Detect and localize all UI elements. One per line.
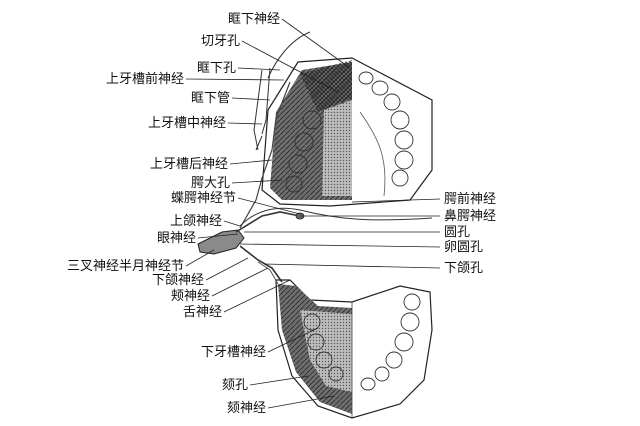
skull-outline	[253, 31, 311, 151]
label-buccal-nerve: 颊神经	[170, 289, 210, 304]
lower-jaw	[275, 279, 433, 419]
label-pterygopalatine-ganglion: 蝶腭神经节	[170, 191, 236, 206]
label-foramen-rotundum: 圆孔	[444, 225, 471, 240]
label-greater-palatine-foramen: 腭大孔	[190, 176, 230, 191]
label-anterior-palatine-nerve: 腭前神经	[444, 192, 497, 207]
label-middle-superior-alveolar-nerve: 上牙槽中神经	[147, 116, 226, 131]
leader-lines	[185, 18, 441, 409]
upper-jaw	[261, 57, 433, 207]
label-ophthalmic-nerve: 眼神经	[156, 231, 196, 246]
label-anterior-superior-alveolar-nerve: 上牙槽前神经	[105, 72, 184, 87]
label-mandibular-nerve: 下颌神经	[151, 273, 204, 288]
label-nasopalatine-nerve: 鼻腭神经	[444, 209, 497, 224]
label-foramen-ovale: 卵圆孔	[444, 240, 484, 255]
label-mental-nerve: 颏神经	[226, 401, 266, 416]
label-infraorbital-foramen: 眶下孔	[196, 61, 236, 76]
label-inferior-alveolar-nerve: 下牙槽神经	[200, 345, 266, 360]
label-mandibular-foramen: 下颌孔	[444, 261, 484, 276]
lower-teeth	[360, 293, 421, 391]
label-lingual-nerve: 舌神经	[182, 305, 222, 320]
label-trigeminal-ganglion: 三叉神经半月神经节	[66, 259, 184, 274]
label-infraorbital-nerve: 眶下神经	[227, 12, 280, 27]
upper-teeth	[358, 71, 414, 187]
label-posterior-superior-alveolar-nerve: 上牙槽后神经	[149, 157, 228, 172]
trigeminal-nerve-trunks	[197, 81, 433, 285]
label-incisive-foramen: 切牙孔	[200, 34, 240, 49]
label-maxillary-nerve: 上颌神经	[169, 214, 222, 229]
label-mental-foramen: 颏孔	[221, 378, 248, 393]
label-infraorbital-canal: 眶下管	[190, 91, 230, 106]
